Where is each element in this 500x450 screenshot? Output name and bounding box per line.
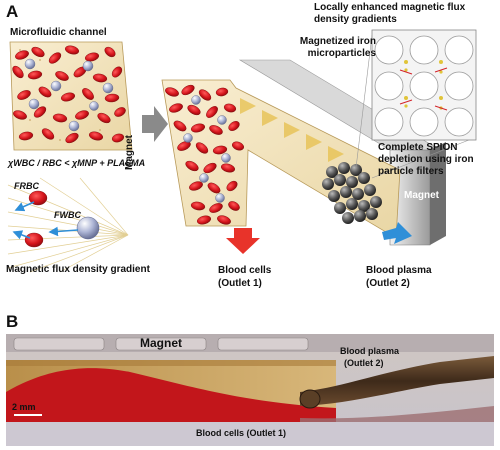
- force-rbc-label: FRBC: [14, 181, 39, 191]
- blood-plasma-label: Blood plasma: [366, 265, 432, 276]
- local-gradient-label: Locally enhanced magnetic flux density g…: [314, 2, 466, 25]
- device-photo: [6, 334, 494, 446]
- blood-cells-label: Blood cells: [218, 265, 272, 276]
- microfluidic-channel-label: Microfluidic channel: [10, 27, 107, 38]
- spion-depletion-label: Complete SPION depletion using iron part…: [378, 142, 474, 177]
- inset-particle-lattice: [371, 29, 477, 141]
- photo-blood-cells-label: Blood cells (Outlet 1): [196, 428, 287, 438]
- iron-particle-filter: [322, 162, 382, 224]
- magnet-block-label: Magnet: [404, 190, 439, 201]
- panel-b-letter: B: [6, 312, 19, 331]
- susceptibility-relation: χWBC / RBC < χMNP + PLASMA: [8, 158, 146, 168]
- photo-blood-plasma-label: Blood plasma: [340, 346, 400, 356]
- force-wbc-label: FWBC: [54, 210, 81, 220]
- photo-outlet2-label: (Outlet 2): [344, 358, 384, 368]
- magnetized-particles-label: Magnetized iron microparticles: [299, 36, 376, 59]
- separation-chip: [161, 79, 401, 239]
- process-arrow: [142, 106, 168, 142]
- microfluidic-box: [9, 41, 133, 151]
- outlet2-arrow: [382, 222, 412, 244]
- outlet2-label: (Outlet 2): [366, 278, 410, 289]
- magnet-vertical-label: Magnet: [124, 135, 135, 170]
- zoom-lines: [355, 34, 475, 179]
- photo-magnet-label: Magnet: [140, 336, 182, 350]
- panel-a-letter: A: [6, 2, 19, 21]
- outlet1-label: (Outlet 1): [218, 278, 262, 289]
- flux-gradient-lines: [7, 177, 129, 273]
- scale-bar-label: 2 mm: [12, 402, 36, 412]
- flux-gradient-label: Magnetic flux density gradient: [6, 264, 150, 275]
- outlet1-arrow: [226, 228, 260, 254]
- force-diagram-cells: [12, 190, 100, 248]
